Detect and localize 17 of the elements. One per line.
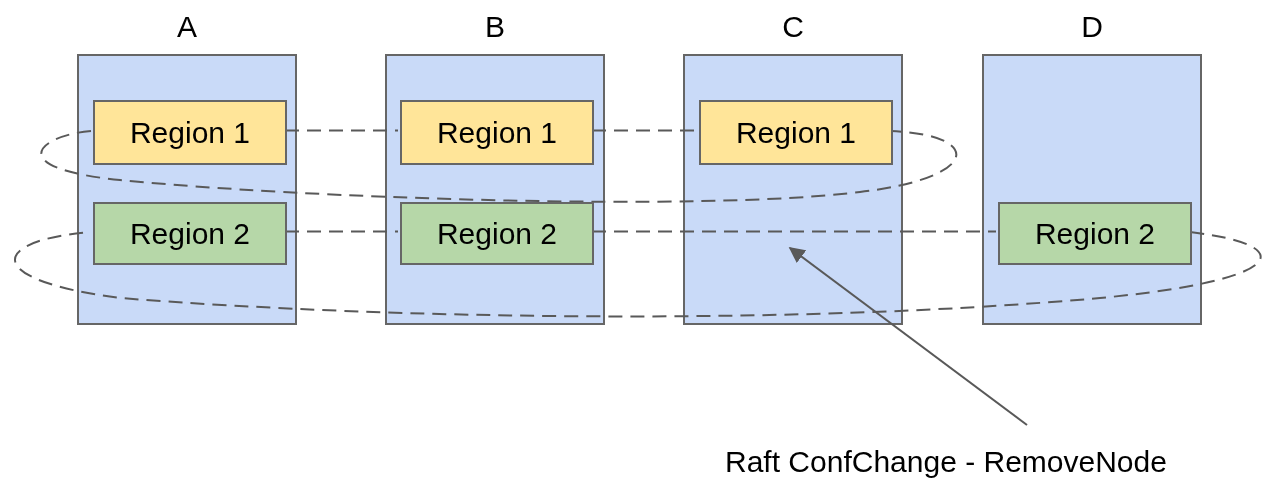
store-heading: C [781, 10, 805, 44]
region-box: Region 1 [699, 100, 893, 165]
region-box: Region 2 [998, 202, 1192, 265]
dashed-connector [14, 231, 1262, 318]
region-box: Region 1 [93, 100, 287, 165]
dashed-connector [591, 230, 997, 233]
arrow [788, 247, 1028, 426]
region-box: Region 2 [93, 202, 287, 265]
store-heading: D [1080, 10, 1104, 44]
store-heading: A [176, 10, 198, 44]
region-box: Region 2 [400, 202, 594, 265]
region-box: Region 1 [400, 100, 594, 165]
dashed-connector [40, 130, 957, 203]
annotation-text: Raft ConfChange - RemoveNode [725, 445, 1167, 479]
dashed-connector [284, 230, 399, 233]
dashed-connector [284, 129, 399, 132]
store-heading: B [484, 10, 506, 44]
